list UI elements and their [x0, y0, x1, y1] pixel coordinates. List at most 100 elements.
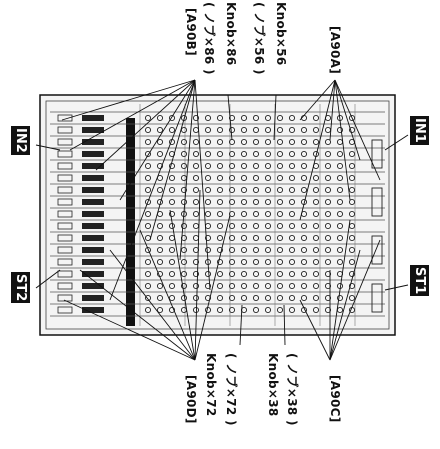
knob [264, 294, 272, 302]
knob [144, 210, 152, 218]
knob [300, 126, 308, 134]
leader-line [194, 214, 231, 361]
knob [156, 126, 164, 134]
knob [252, 162, 260, 170]
knob [336, 222, 344, 230]
knob [216, 126, 224, 134]
knob [288, 234, 296, 242]
knob [264, 186, 272, 194]
knob [240, 198, 248, 206]
knob [228, 270, 236, 278]
knob [180, 258, 188, 266]
knob [180, 282, 188, 290]
knob [240, 210, 248, 218]
knob [264, 210, 272, 218]
knob [348, 234, 356, 242]
leader-line [139, 229, 196, 361]
knob [216, 138, 224, 146]
label-knob-x86-jp: ( ノブ×86 ) [202, 2, 216, 75]
leader-line [329, 219, 351, 361]
leader-line [69, 79, 196, 151]
knob [336, 234, 344, 242]
knob [324, 198, 332, 206]
knob [264, 150, 272, 158]
jack-block [82, 283, 104, 289]
knob [276, 198, 284, 206]
knob [348, 126, 356, 134]
knob [336, 210, 344, 218]
knob [228, 222, 236, 230]
knob [276, 114, 284, 122]
knob [216, 306, 224, 314]
knob [336, 174, 344, 182]
knob [288, 282, 296, 290]
knob [192, 174, 200, 182]
knob [228, 198, 236, 206]
knob [228, 186, 236, 194]
knob [288, 198, 296, 206]
knob [288, 114, 296, 122]
knob [168, 270, 176, 278]
knob [300, 282, 308, 290]
leader-line [273, 94, 277, 141]
tag-pointer [35, 144, 61, 151]
knob [240, 138, 248, 146]
leader-line [194, 79, 211, 291]
knob [288, 138, 296, 146]
knob [276, 174, 284, 182]
knob [156, 234, 164, 242]
knob [324, 174, 332, 182]
knob [312, 282, 320, 290]
knob [336, 126, 344, 134]
knob [168, 282, 176, 290]
knob [144, 114, 152, 122]
knob [324, 234, 332, 242]
knob [276, 186, 284, 194]
knob [324, 210, 332, 218]
knob [204, 234, 212, 242]
input-jack [57, 270, 73, 278]
knob [168, 126, 176, 134]
knob [192, 294, 200, 302]
knob [348, 198, 356, 206]
tag-st1: ST1 [410, 265, 429, 297]
knob [324, 162, 332, 170]
knob [252, 306, 260, 314]
knob [312, 258, 320, 266]
knob [156, 150, 164, 158]
label-knob-x72-jp: ( ノブ×72 ) [224, 353, 238, 426]
knob-grid [144, 114, 356, 314]
knob [300, 246, 308, 254]
knob [204, 162, 212, 170]
input-jack [57, 222, 73, 230]
leader-line [239, 304, 243, 346]
knob [204, 198, 212, 206]
knob [276, 138, 284, 146]
knob [252, 198, 260, 206]
side-component [371, 187, 383, 217]
knob [228, 294, 236, 302]
jack-block [82, 223, 104, 229]
knob [252, 126, 260, 134]
knob [240, 234, 248, 242]
knob [204, 210, 212, 218]
label-a90d: [A90D] [184, 375, 198, 424]
knob [252, 282, 260, 290]
knob [168, 186, 176, 194]
jack-block [82, 211, 104, 217]
leader-line [149, 79, 196, 241]
knob [168, 294, 176, 302]
knob [216, 222, 224, 230]
leader-line [329, 79, 336, 141]
knob [312, 234, 320, 242]
knob [240, 270, 248, 278]
jack-block [82, 139, 104, 145]
leader-lines [61, 79, 381, 361]
knob [300, 270, 308, 278]
knob [288, 258, 296, 266]
knob [144, 126, 152, 134]
tag-in2: IN2 [11, 126, 30, 155]
knob [288, 174, 296, 182]
knob [300, 258, 308, 266]
input-jack [57, 186, 73, 194]
